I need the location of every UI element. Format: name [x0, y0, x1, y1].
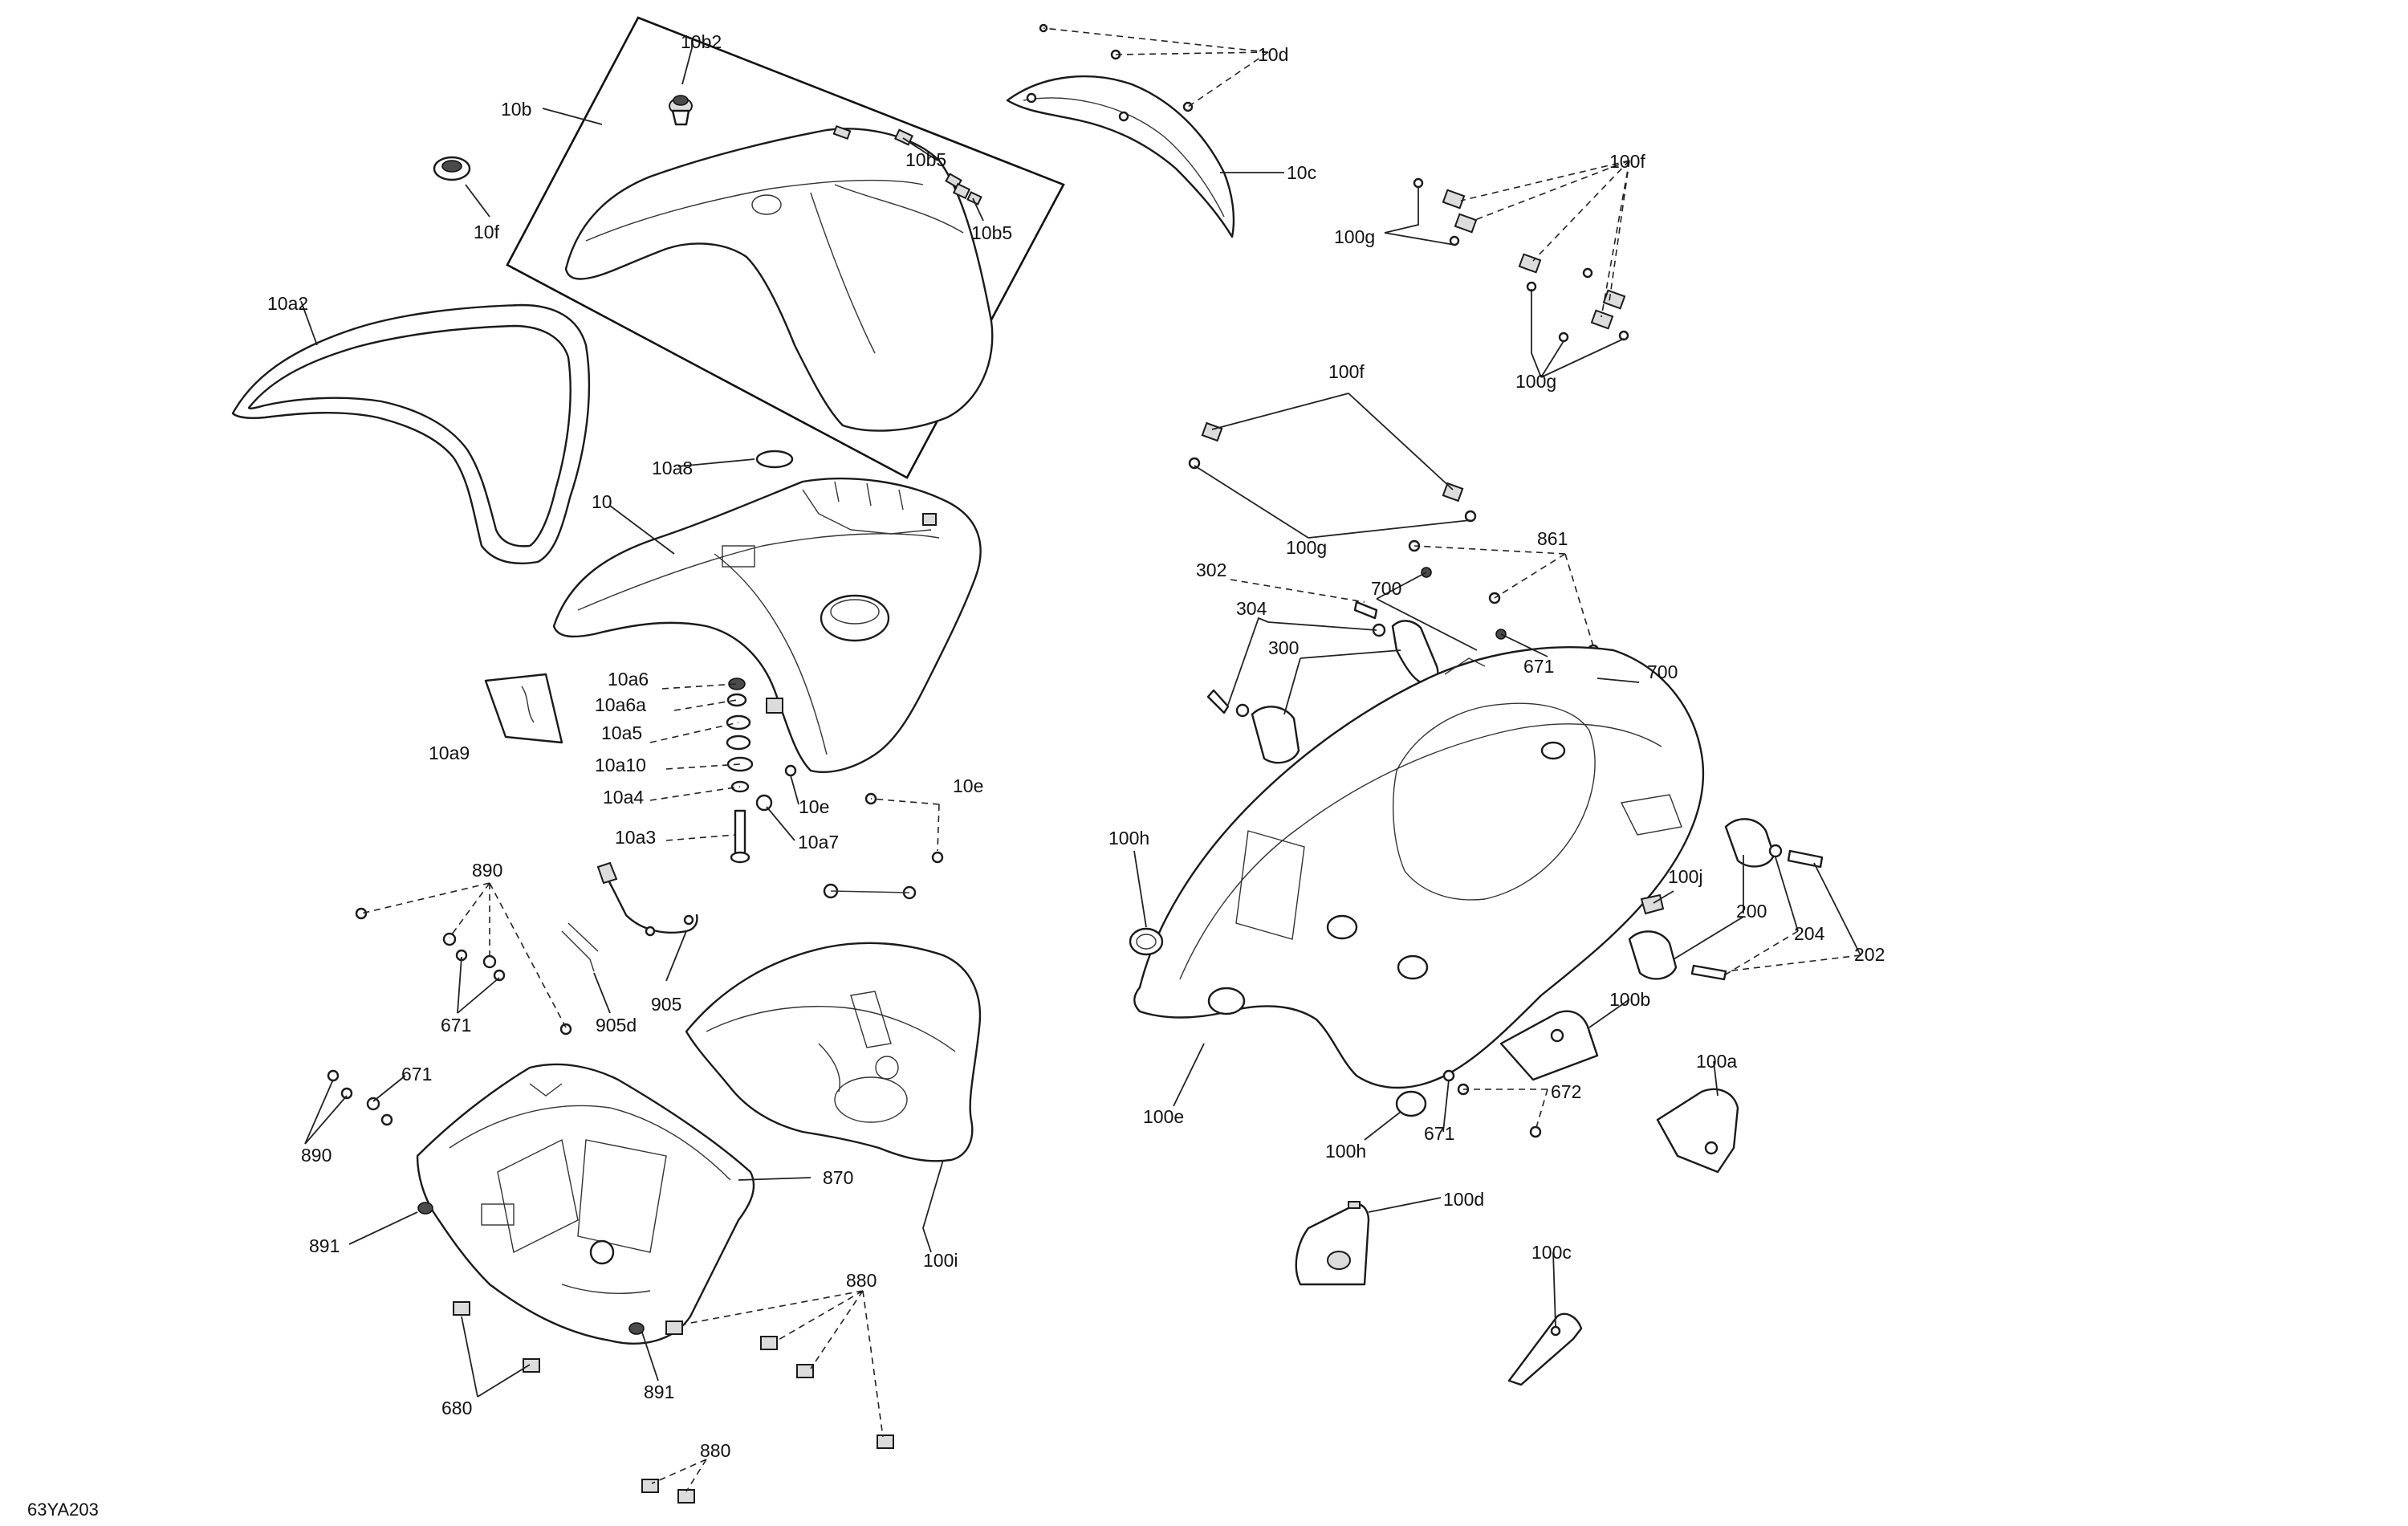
label-672: 672 [1551, 1081, 1581, 1102]
part-10-storage-box [552, 478, 982, 773]
part-870-tray [416, 1063, 755, 1345]
label-10f: 10f [474, 222, 500, 242]
part-100h-plugs [1129, 927, 1427, 1117]
label-671-left: 671 [441, 1015, 471, 1036]
callout-labels: 10b2 10b 10b5 10b5 10f 10d 10c 100f 100g… [27, 31, 1885, 1520]
label-204: 204 [1794, 923, 1825, 944]
part-10a9-panel [484, 673, 563, 744]
part-10b2-knob [669, 95, 693, 126]
label-671-mid-left: 671 [401, 1064, 432, 1084]
label-671-right: 671 [1523, 656, 1554, 677]
label-200: 200 [1736, 901, 1767, 922]
label-202: 202 [1854, 944, 1885, 965]
part-100e-rear-panel [1133, 646, 1705, 1089]
label-10c: 10c [1287, 162, 1316, 183]
label-10b5-b: 10b5 [971, 222, 1012, 243]
part-10d-screws [1026, 23, 1194, 122]
part-latch-stack [726, 678, 797, 864]
label-10e-b: 10e [799, 796, 829, 817]
part-100b-bracket [1499, 1010, 1599, 1081]
part-905d-tie [561, 922, 599, 972]
label-100f-mid: 100f [1328, 361, 1365, 382]
part-890-671-fasteners-left [327, 907, 572, 1126]
part-891-nuts [417, 1202, 645, 1335]
label-10b2: 10b2 [681, 31, 722, 52]
label-700-a: 700 [1371, 578, 1401, 599]
part-905-harness [596, 861, 698, 937]
leader-lines [300, 27, 1861, 1492]
part-100a-bracket [1656, 1088, 1739, 1174]
label-671-bottom: 671 [1424, 1123, 1454, 1144]
label-100g-b: 100g [1515, 371, 1556, 392]
label-891-a: 891 [309, 1235, 340, 1256]
part-200-202-204-bumpers [1628, 818, 1824, 981]
part-10c-deflector [1006, 75, 1235, 238]
diagram-code: 63YA203 [27, 1500, 99, 1520]
label-100c: 100c [1531, 1242, 1572, 1263]
label-100j: 100j [1668, 866, 1702, 887]
part-672-671-fasteners [1442, 1069, 1542, 1138]
label-890-b: 890 [301, 1145, 332, 1166]
label-10: 10 [592, 491, 612, 512]
part-100i-console [685, 942, 982, 1162]
label-100e: 100e [1143, 1106, 1184, 1127]
label-10b5-a: 10b5 [905, 149, 946, 170]
label-905d: 905d [596, 1015, 637, 1036]
label-100g-mid: 100g [1286, 537, 1327, 558]
label-10a7: 10a7 [798, 832, 839, 853]
label-880-a: 880 [846, 1270, 877, 1291]
label-880-b: 880 [700, 1440, 730, 1461]
label-10a10: 10a10 [595, 755, 646, 775]
part-10b-cover [564, 124, 994, 432]
label-10a6: 10a6 [608, 669, 649, 690]
label-870: 870 [823, 1167, 853, 1188]
label-100b: 100b [1609, 989, 1650, 1010]
label-891-b: 891 [644, 1382, 674, 1402]
part-10a2-seal [231, 303, 591, 564]
label-302: 302 [1196, 560, 1226, 580]
part-100d-cover [1295, 1201, 1370, 1286]
label-10a6a: 10a6a [595, 694, 646, 715]
label-300: 300 [1268, 637, 1299, 658]
part-100c-plate [1507, 1312, 1583, 1386]
label-10e-a: 10e [953, 775, 983, 796]
frame-10b [506, 16, 1065, 479]
label-700-b: 700 [1647, 661, 1678, 682]
label-10a8: 10a8 [652, 458, 693, 478]
label-905: 905 [651, 994, 681, 1015]
label-100h-b: 100h [1325, 1141, 1366, 1162]
label-100a: 100a [1696, 1051, 1737, 1072]
label-100h-a: 100h [1108, 828, 1149, 848]
label-100g-a: 100g [1334, 226, 1375, 247]
label-100d: 100d [1443, 1189, 1484, 1210]
part-100f-100g-mid [1188, 421, 1477, 523]
part-861-700-302-304-300 [1206, 539, 1604, 764]
label-10a4: 10a4 [603, 787, 644, 808]
label-861: 861 [1537, 528, 1568, 549]
label-10d: 10d [1258, 44, 1288, 65]
label-304: 304 [1236, 598, 1267, 619]
label-100i: 100i [923, 1250, 958, 1271]
part-100f-100g-upper [1413, 177, 1629, 343]
part-10e-bolts [823, 792, 944, 900]
part-10b5-clips [893, 128, 982, 206]
label-10a2: 10a2 [267, 293, 308, 314]
label-10a5: 10a5 [601, 722, 642, 743]
part-10a8-cap [755, 450, 794, 469]
label-10a9: 10a9 [429, 743, 470, 763]
part-10f-grommet [433, 156, 471, 181]
label-680: 680 [441, 1398, 472, 1418]
label-10a3: 10a3 [615, 827, 656, 848]
label-10b: 10b [501, 99, 531, 120]
label-100f-top: 100f [1609, 151, 1645, 172]
label-890-a: 890 [472, 860, 502, 881]
part-680-880-clips [453, 1301, 894, 1504]
